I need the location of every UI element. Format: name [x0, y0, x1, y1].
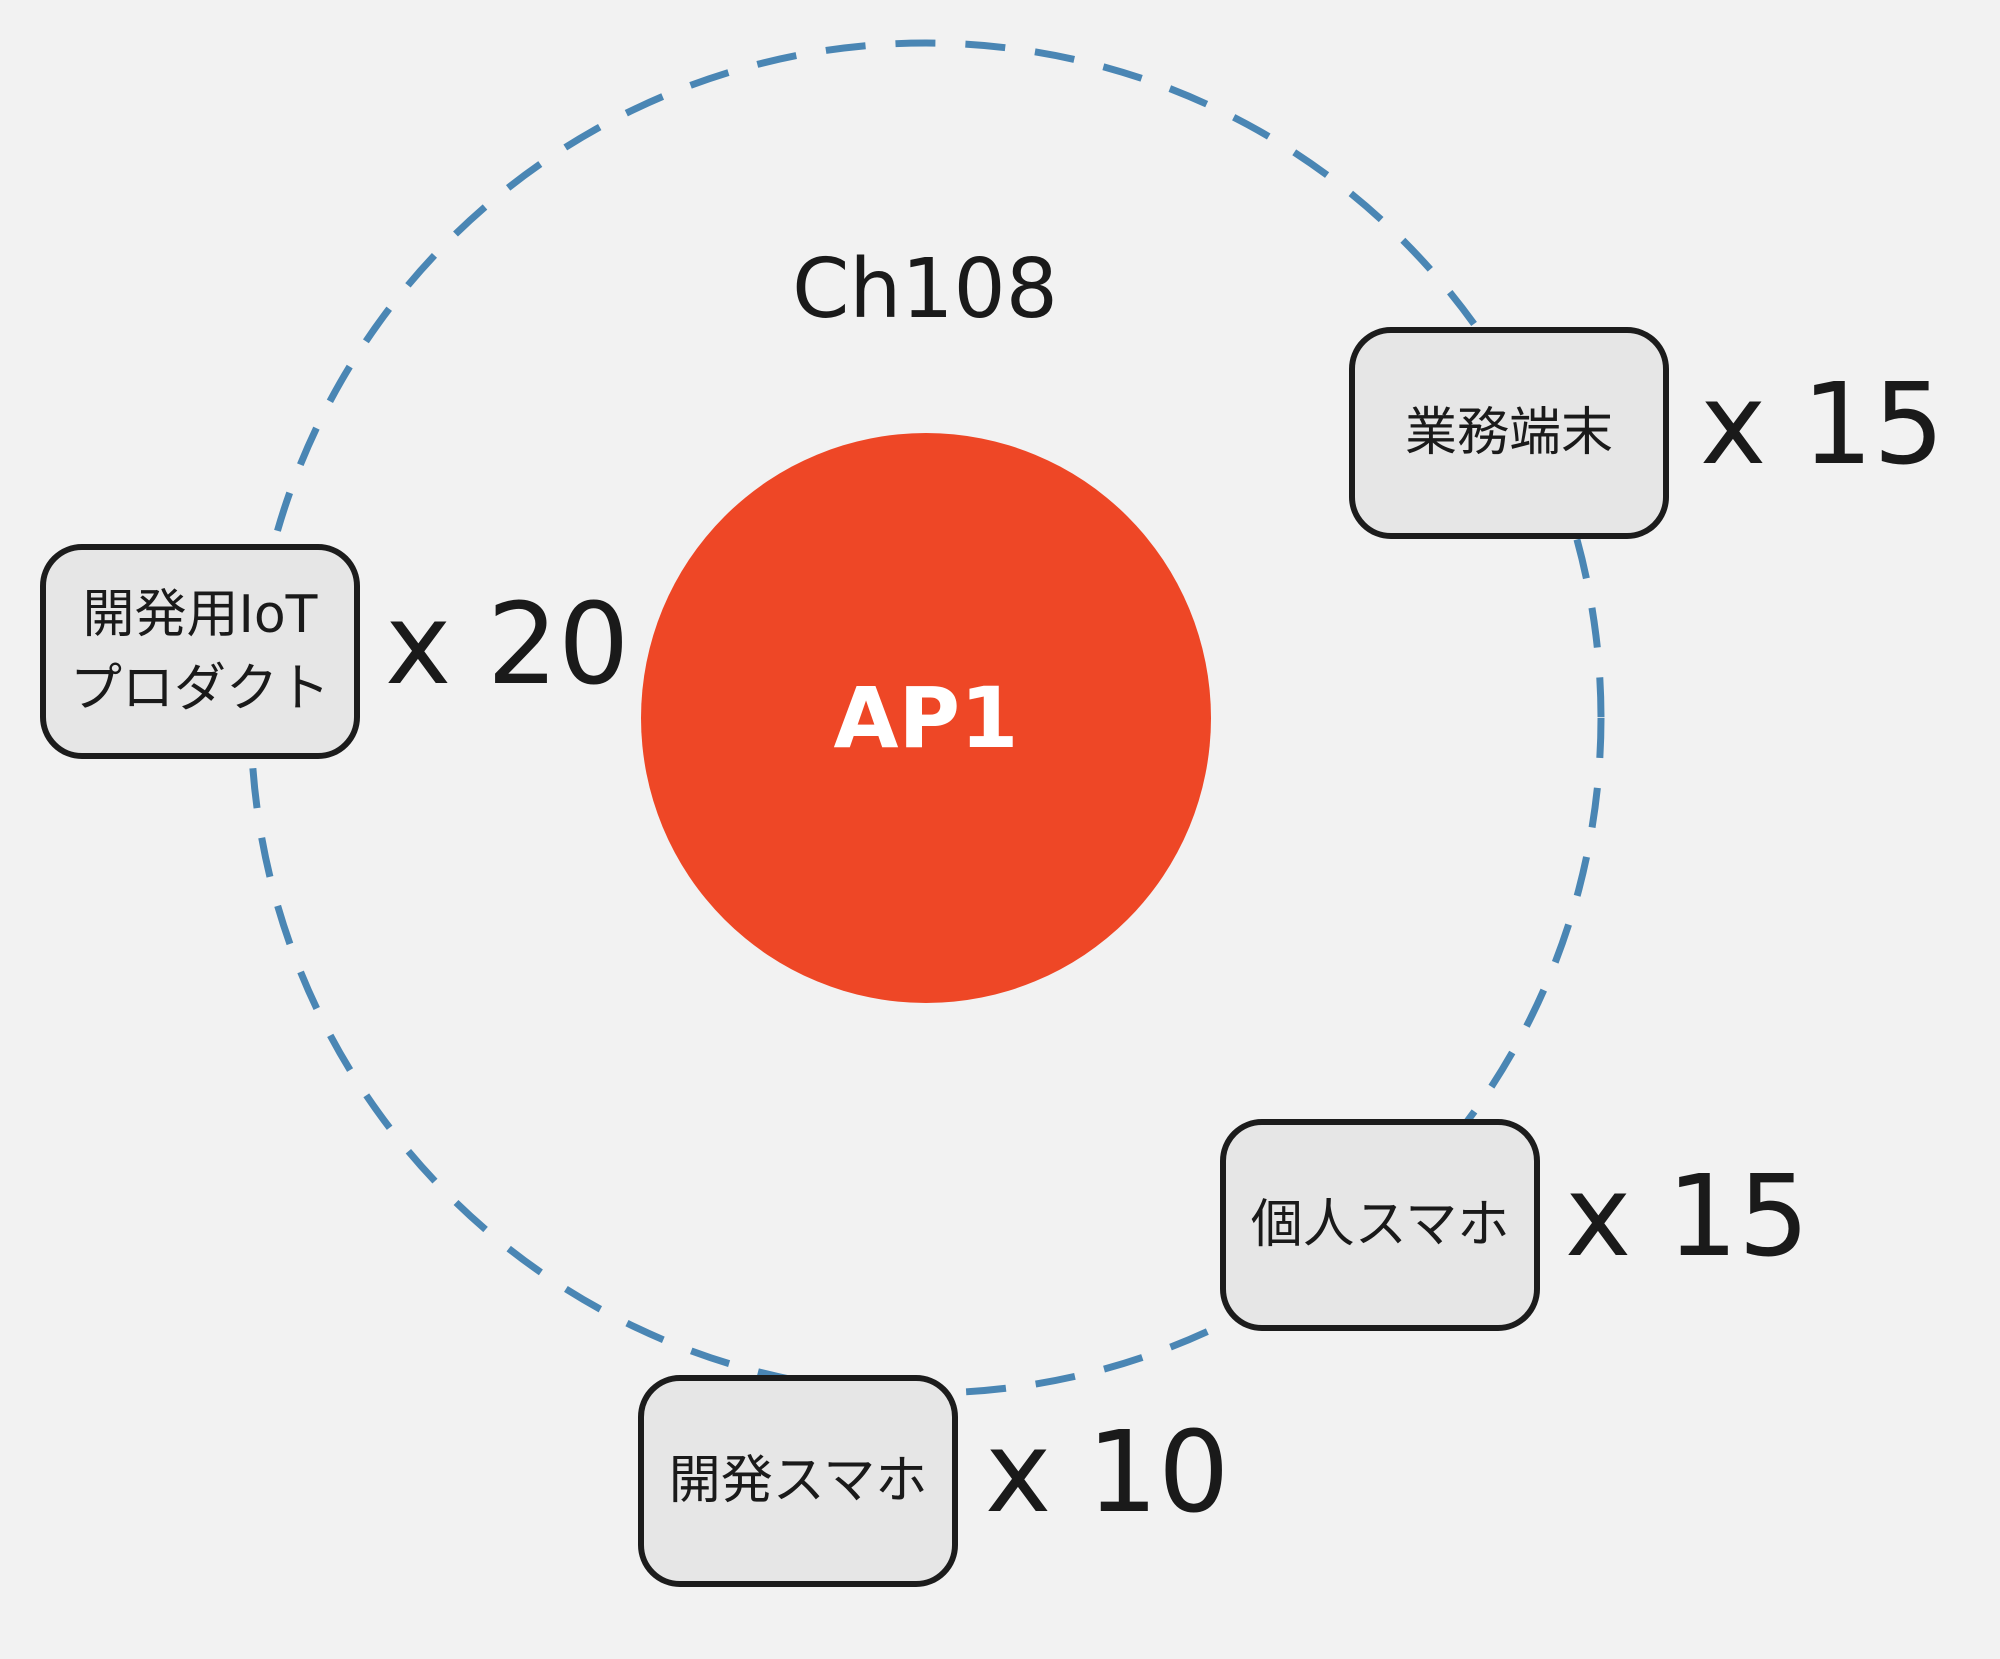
access-point: AP1 — [641, 433, 1211, 1003]
device-count: x 15 — [1700, 360, 1945, 490]
device-count: x 10 — [985, 1408, 1230, 1538]
device-count: x 15 — [1565, 1152, 1810, 1282]
device-label: 開発スマホ — [668, 1451, 928, 1511]
access-point-label: AP1 — [833, 669, 1019, 767]
device-label: 業務端末 — [1404, 403, 1613, 463]
device-dev-iot-product: 開発用IoT プロダクト — [40, 544, 360, 759]
device-business-terminal: 業務端末 — [1349, 327, 1669, 539]
channel-label: Ch108 — [792, 242, 1058, 337]
device-count: x 20 — [385, 580, 630, 710]
device-label: 開発用IoT プロダクト — [69, 584, 330, 719]
device-label: 個人スマホ — [1250, 1195, 1510, 1255]
device-dev-smartphone: 開発スマホ — [638, 1375, 958, 1587]
device-personal-smartphone: 個人スマホ — [1220, 1119, 1540, 1331]
